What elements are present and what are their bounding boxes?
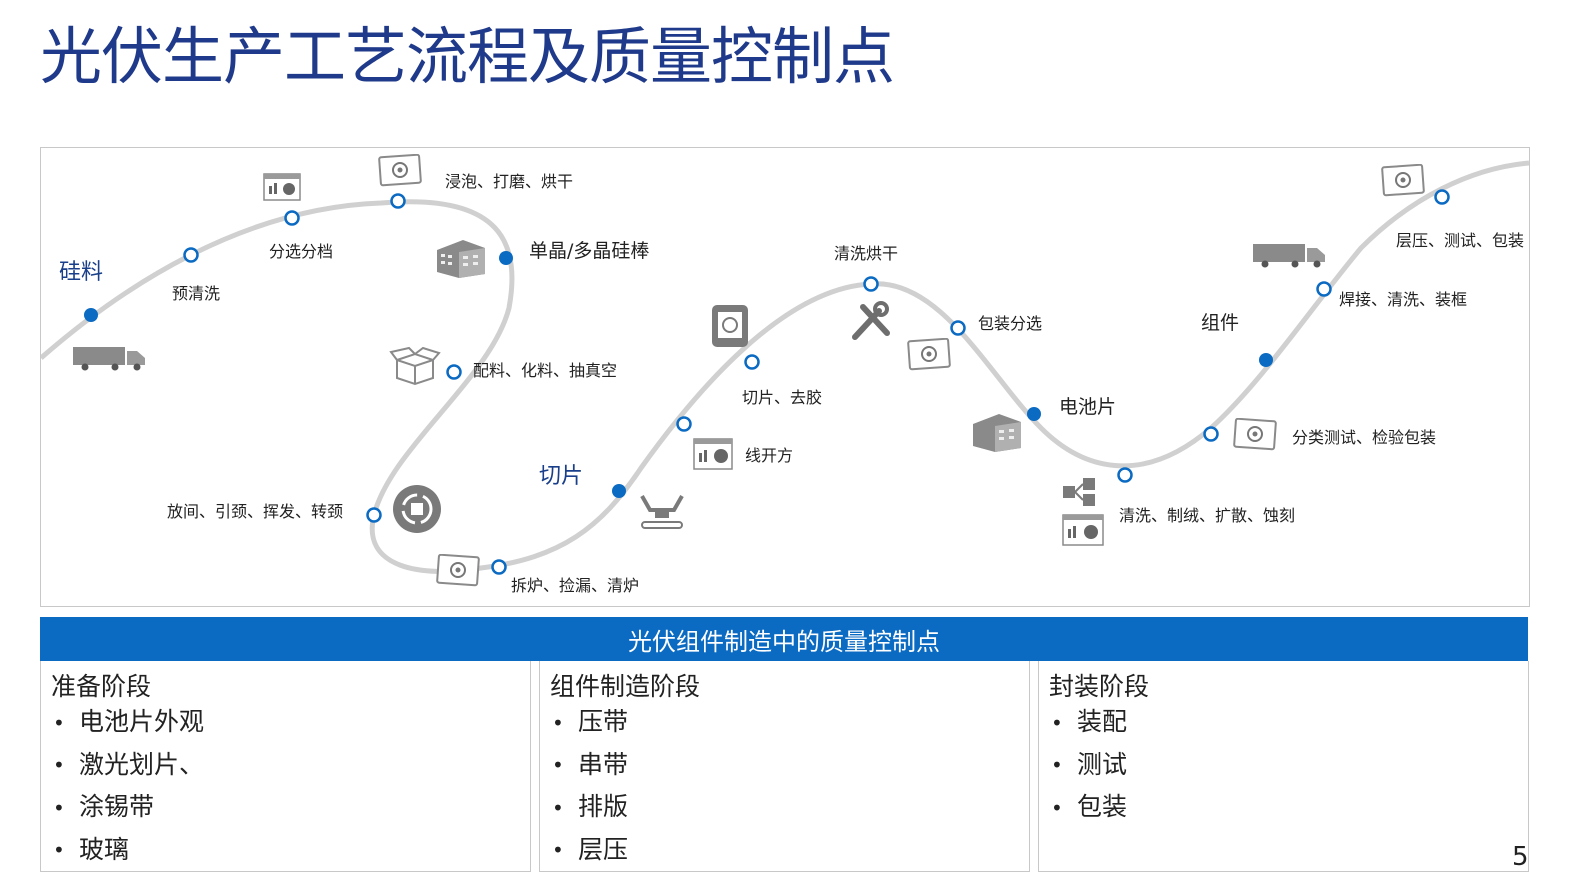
step-dot-clean-dry: [863, 276, 879, 292]
step-label-weld: 焊接、清洗、装框: [1339, 290, 1468, 309]
list-item: •压带: [552, 701, 628, 744]
qc-column-packaging: 封装阶段 •装配 •测试 •包装: [1038, 661, 1529, 872]
monitor-icon: [378, 154, 422, 187]
qc-column-preparation: 准备阶段 •电池片外观 •激光划片、 •涂锡带 •玻璃: [40, 661, 531, 872]
monitor-icon: [1381, 164, 1425, 197]
chart-icon: [263, 173, 301, 201]
tablet-icon: [712, 305, 748, 347]
process-flow-diagram: 硅料 单晶/多晶硅棒 切片 电池片 组件 预清洗 分选分档 浸泡、打磨、烘干 配…: [40, 147, 1530, 607]
bullet-icon: •: [1051, 753, 1063, 777]
truck-icon: [73, 347, 145, 371]
step-label-wire-square: 线开方: [745, 446, 794, 465]
step-dot-texturing: [1117, 467, 1133, 483]
bullet-icon: •: [1051, 795, 1063, 820]
bullet-icon: •: [53, 838, 65, 862]
stage-dot-cell: [1027, 407, 1041, 421]
bullet-icon: •: [552, 795, 564, 820]
process-curve: [41, 160, 1529, 575]
step-dot-unloading: [491, 559, 507, 575]
bullet-icon: •: [53, 753, 65, 777]
list-item: •串带: [552, 744, 628, 787]
step-label-prewash: 预清洗: [172, 284, 221, 303]
step-label-seeding: 放间、引颈、挥发、转颈: [167, 502, 344, 521]
robot-arm-icon: [640, 495, 684, 529]
step-label-batching: 配料、化料、抽真空: [473, 361, 618, 380]
qc-column-manufacturing: 组件制造阶段 •压带 •串带 •排版 •层压: [539, 661, 1030, 872]
bullet-icon: •: [552, 838, 564, 862]
bullet-icon: •: [552, 710, 564, 735]
step-dot-slice: [744, 354, 760, 370]
list-item: •装配: [1051, 701, 1127, 744]
factory-icon: [437, 240, 485, 278]
bullet-icon: •: [53, 795, 65, 820]
chart-icon: [1062, 514, 1104, 546]
list-item: •测试: [1051, 744, 1127, 787]
truck-icon: [1253, 244, 1325, 268]
bullet-icon: •: [53, 710, 65, 735]
factory-icon: [973, 414, 1021, 452]
stage-label-ingot: 单晶/多晶硅棒: [529, 240, 650, 262]
list-item: •包装: [1051, 786, 1127, 829]
step-dot-seeding: [366, 507, 382, 523]
step-label-unloading: 拆炉、捡漏、清炉: [511, 576, 640, 595]
qc-column-title: 准备阶段: [51, 672, 152, 701]
stage-label-silicon: 硅料: [59, 260, 104, 285]
monitor-icon: [1233, 418, 1277, 451]
qc-banner: 光伏组件制造中的质量控制点: [40, 617, 1528, 661]
stage-dot-module: [1259, 353, 1273, 367]
step-dot-classify: [1203, 426, 1219, 442]
step-label-clean-dry: 清洗烘干: [834, 244, 899, 263]
monitor-icon: [907, 338, 951, 371]
bullet-icon: •: [552, 753, 564, 777]
monitor-icon: [436, 554, 480, 587]
step-dot-pack-sort: [950, 320, 966, 336]
step-dot-batching: [446, 364, 462, 380]
stage-label-cell: 电池片: [1059, 396, 1117, 418]
list-item: •涂锡带: [53, 786, 204, 829]
list-item: •激光划片、: [53, 744, 204, 787]
chart-icon: [693, 438, 733, 470]
bullet-icon: •: [1051, 710, 1063, 735]
page-number: 5: [1512, 842, 1529, 872]
qc-column-title: 组件制造阶段: [550, 672, 701, 701]
step-label-laminate: 层压、测试、包装: [1396, 231, 1525, 250]
step-label-pack-sort: 包装分选: [978, 314, 1043, 333]
list-item: •层压: [552, 829, 628, 872]
list-item: •玻璃: [53, 829, 204, 872]
list-item: •电池片外观: [53, 701, 204, 744]
step-label-sorting: 分选分档: [269, 242, 334, 261]
step-dot-soak: [390, 193, 406, 209]
stage-dot-silicon: [84, 308, 98, 322]
cubes-icon: [1063, 478, 1095, 506]
stage-dot-wafer: [612, 484, 626, 498]
step-dot-laminate: [1434, 189, 1450, 205]
cycle-icon: [393, 485, 441, 533]
tools-icon: [852, 301, 890, 340]
step-label-slice: 切片、去胶: [742, 388, 823, 407]
box-icon: [389, 346, 441, 386]
step-dot-prewash: [183, 247, 199, 263]
list-item: •排版: [552, 786, 628, 829]
step-dot-wire-square: [676, 416, 692, 432]
step-label-classify: 分类测试、检验包装: [1292, 428, 1437, 447]
stage-label-wafer: 切片: [539, 464, 584, 489]
qc-column-title: 封装阶段: [1049, 672, 1150, 701]
step-label-texturing: 清洗、制绒、扩散、蚀刻: [1119, 506, 1296, 525]
step-dot-weld: [1316, 281, 1332, 297]
step-label-soak: 浸泡、打磨、烘干: [445, 172, 574, 191]
stage-dot-ingot: [499, 251, 513, 265]
stage-label-module: 组件: [1201, 312, 1240, 334]
page-title: 光伏生产工艺流程及质量控制点: [40, 20, 895, 93]
step-dot-sorting: [284, 210, 300, 226]
